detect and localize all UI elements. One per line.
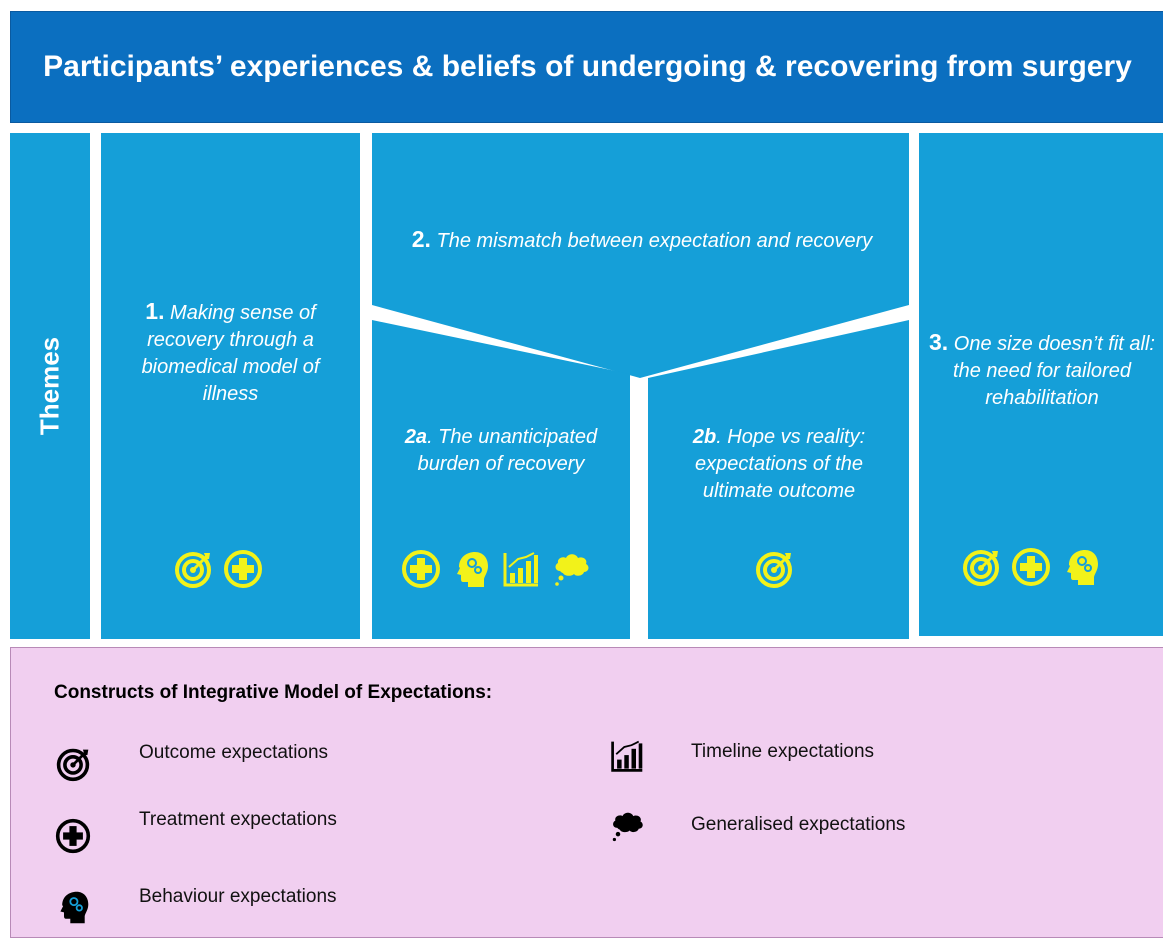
theme2-text: 2. The mismatch between expectation and … xyxy=(402,226,882,255)
themes-column: Themes xyxy=(10,133,90,639)
legend-item-outcome: Outcome expectations xyxy=(55,742,328,782)
theme2b-text: 2b. Hope vs reality: expectations of the… xyxy=(660,424,898,505)
legend-label-timeline: Timeline expectations xyxy=(691,741,875,762)
target-icon xyxy=(173,549,213,589)
legend-item-behaviour: Behaviour expectations xyxy=(55,886,337,925)
theme2b-number: 2b xyxy=(692,426,717,448)
legend-title: Constructs of Integrative Model of Expec… xyxy=(54,682,493,703)
theme2-panel xyxy=(372,133,909,378)
theme3-icons xyxy=(961,547,1101,587)
plus-circle-icon xyxy=(223,549,263,589)
theme2a-panel xyxy=(372,320,630,639)
head-gears-icon xyxy=(451,549,491,589)
theme2b-icons xyxy=(754,549,794,589)
thought-cloud-icon xyxy=(609,808,645,844)
target-icon xyxy=(754,549,794,589)
legend-item-generalised: Generalised expectations xyxy=(609,808,905,844)
head-gears-icon xyxy=(55,889,91,925)
target-icon xyxy=(961,547,1001,587)
target-icon xyxy=(55,746,91,782)
legend-box: Constructs of Integrative Model of Expec… xyxy=(10,647,1163,938)
theme1-icons xyxy=(173,549,263,589)
plus-circle-icon xyxy=(55,818,91,854)
legend-item-timeline: Timeline expectations xyxy=(609,738,874,774)
theme2a-text: 2a. The unanticipated burden of recovery xyxy=(390,424,612,478)
theme1-number: 1. xyxy=(145,298,165,324)
diagram-header: Participants’ experiences & beliefs of u… xyxy=(10,11,1163,123)
theme3-panel: 3. One size doesn’t fit all: the need fo… xyxy=(919,133,1163,636)
theme2a-icons xyxy=(401,549,591,589)
legend-label-outcome: Outcome expectations xyxy=(139,742,329,763)
legend-label-treatment: Treatment expectations xyxy=(139,809,337,830)
theme3-text: 3. One size doesn’t fit all: the need fo… xyxy=(927,329,1157,412)
plus-circle-icon xyxy=(401,549,441,589)
bar-chart-icon xyxy=(501,549,541,589)
theme2b-panel xyxy=(648,320,909,639)
theme1-label: Making sense of recovery through a biome… xyxy=(141,302,320,405)
plus-circle-icon xyxy=(1011,547,1051,587)
theme2b-label: . Hope vs reality: expectations of the u… xyxy=(695,426,866,502)
head-gears-icon xyxy=(1061,547,1101,587)
theme3-label: One size doesn’t fit all: the need for t… xyxy=(953,333,1155,409)
theme2-label: The mismatch between expectation and rec… xyxy=(436,230,873,252)
legend-label-generalised: Generalised expectations xyxy=(691,814,906,835)
legend-label-behaviour: Behaviour expectations xyxy=(139,886,337,907)
themes-label: Themes xyxy=(34,336,65,436)
bar-chart-icon xyxy=(609,738,645,774)
theme1-panel: 1. Making sense of recovery through a bi… xyxy=(101,133,360,639)
theme2a-number: 2a xyxy=(404,426,428,448)
legend-item-treatment: Treatment expectations xyxy=(55,809,337,854)
theme1-text: 1. Making sense of recovery through a bi… xyxy=(113,298,348,408)
diagram-title: Participants’ experiences & beliefs of u… xyxy=(43,50,1132,83)
theme3-number: 3. xyxy=(929,329,949,355)
theme2a-label: . The unanticipated burden of recovery xyxy=(417,426,598,475)
theme2-number: 2. xyxy=(411,226,431,252)
thought-cloud-icon xyxy=(551,549,591,589)
